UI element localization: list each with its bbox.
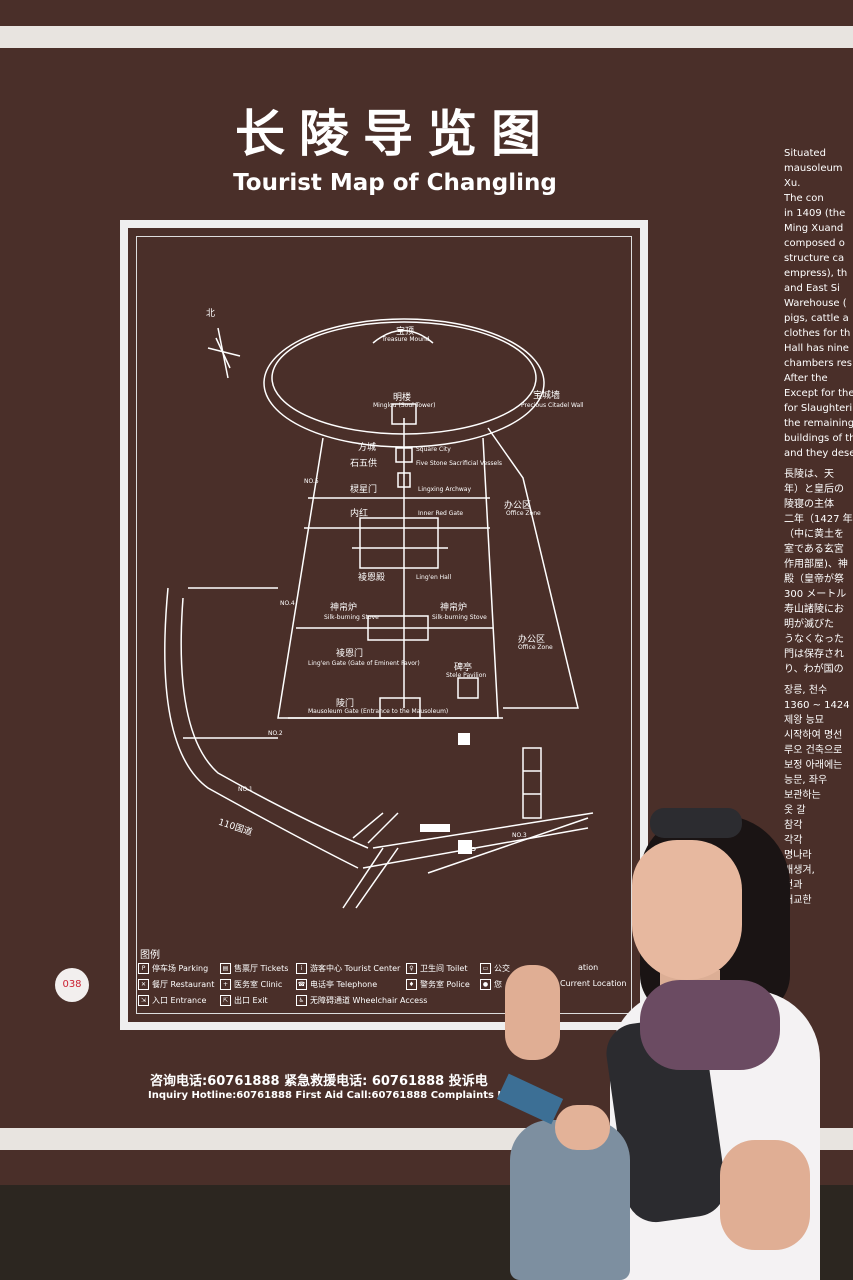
sign-title-chinese: 长陵导览图	[235, 105, 555, 163]
legend-station-fragment: ation	[578, 963, 599, 972]
treasure-mound-en: Treasure Mound	[382, 336, 430, 343]
parking-icon: P	[138, 963, 149, 974]
silk-stove-1-label: 神帛炉	[330, 603, 358, 613]
stele-pavilion-en: Stele Pavilion	[446, 672, 487, 679]
parking-icon: P	[470, 846, 477, 857]
person-scarf	[640, 980, 780, 1070]
lingen-hall-label: 祾恩殿	[358, 573, 386, 583]
legend-wheelchair: ♿无障碍通道 Wheelchair Access	[296, 995, 427, 1006]
citadel-wall-label: 宝城墙	[533, 391, 561, 401]
lingen-gate-label: 祾恩门	[336, 649, 364, 659]
five-stone-en: Five Stone Sacrificial Vessels	[416, 460, 503, 467]
description-japanese: 長陵は、天 年）と皇后の 陵寝の主体 二年（1427 年 （中に黄土を 室である…	[784, 469, 853, 675]
square-city-en: Square City	[416, 446, 451, 453]
mausoleum-gate-en: Mausoleum Gate (Entrance to the Mausoleu…	[308, 708, 449, 715]
site-map-drawing	[164, 318, 594, 909]
sunglasses	[650, 808, 742, 838]
treasure-mound-label: 宝顶	[396, 327, 415, 337]
hotline-chinese: 咨询电话:60761888 紧急救援电话: 60761888 投诉电	[150, 1074, 488, 1089]
legend-you-are-here: ●您	[480, 979, 502, 990]
toilet-icon: ♀	[406, 963, 417, 974]
info-icon: i	[296, 963, 307, 974]
silk-stove-2-label: 神帛炉	[440, 603, 468, 613]
office-zone-1-en: Office Zone	[506, 510, 541, 517]
office-zone-2-label: 办公区	[518, 635, 546, 645]
lingxing-label: 棂星门	[350, 485, 378, 495]
entrance-icon: ⇲	[138, 995, 149, 1006]
person-raised-hand	[505, 965, 560, 1060]
location-dot-icon: ●	[480, 979, 491, 990]
exit-icon: ⇱	[220, 995, 231, 1006]
office-zone-2-en: Office Zone	[518, 644, 553, 651]
map-inner-border	[136, 236, 632, 1014]
description-english: Situated mausoleum Xu. The con in 1409 (…	[784, 148, 853, 459]
number-sticker: 038	[55, 968, 89, 1002]
legend-police: ♦警务室 Police	[406, 979, 470, 990]
parking-no1: NO.1	[238, 786, 253, 793]
lingen-hall-en: Ling'en Hall	[416, 574, 452, 581]
legend-entrance: ⇲入口 Entrance	[138, 995, 206, 1006]
silk-stove-1-en: Silk-burning Stove	[324, 614, 379, 621]
legend-bus: ▭公交	[480, 963, 510, 974]
side-description: Situated mausoleum Xu. The con in 1409 (…	[784, 146, 853, 914]
legend-toilet: ♀卫生间 Toilet	[406, 963, 467, 974]
restaurant-icon: ✕	[138, 979, 149, 990]
parking-no5: NO.5	[304, 478, 319, 485]
legend-exit: ⇱出口 Exit	[220, 995, 268, 1006]
stele-pavilion-label: 碑亭	[454, 663, 473, 673]
legend-tickets: ▤售票厅 Tickets	[220, 963, 288, 974]
inner-red-gate-label: 内红	[350, 509, 369, 519]
wheelchair-icon: ♿	[296, 995, 307, 1006]
person-arm	[720, 1140, 810, 1250]
sign-top-strip	[0, 26, 853, 48]
hotline-english: Inquiry Hotline:60761888 First Aid Call:…	[148, 1090, 513, 1101]
telephone-icon: ☎	[296, 979, 307, 990]
citadel-wall-en: Precious Citadel Wall	[521, 402, 584, 409]
legend-clinic: +医务室 Clinic	[220, 979, 282, 990]
square-city-label: 方城	[358, 443, 377, 453]
lingxing-en: Lingxing Archway	[418, 486, 472, 493]
mausoleum-gate-label: 陵门	[336, 699, 355, 709]
parking-no3: NO.3	[512, 832, 527, 839]
inner-red-gate-en: Inner Red Gate	[418, 510, 464, 517]
soul-tower-label: 明楼	[393, 393, 412, 403]
five-stone-label: 石五供	[350, 459, 378, 469]
person-face	[632, 840, 742, 980]
legend-title: 图例	[140, 950, 160, 961]
description-korean: 장릉, 천수 1360 ~ 1424 제왕 능묘 시작하여 명선 루오 건축으로…	[784, 685, 850, 906]
parking-no2: NO.2	[268, 730, 283, 737]
police-icon: ♦	[406, 979, 417, 990]
north-label: 北	[206, 309, 216, 319]
person-hand	[555, 1105, 610, 1150]
bus-icon: ▭	[480, 963, 491, 974]
parking-no4: NO.4	[280, 600, 295, 607]
silk-stove-2-en: Silk-burning Stove	[432, 614, 487, 621]
legend-current-location: Current Location	[560, 979, 627, 988]
lingen-gate-en: Ling'en Gate (Gate of Eminent Favor)	[308, 660, 420, 667]
legend-telephone: ☎电话亭 Telephone	[296, 979, 378, 990]
ticket-icon: ▤	[220, 963, 231, 974]
office-zone-1-label: 办公区	[504, 501, 532, 511]
map-frame: 北 宝顶 Treasure Mound 明楼 Minglou (Soul Tow…	[120, 220, 648, 1030]
soul-tower-en: Minglou (Soul Tower)	[373, 402, 436, 409]
clinic-icon: +	[220, 979, 231, 990]
legend-restaurant: ✕餐厅 Restaurant	[138, 979, 214, 990]
sign-title-english: Tourist Map of Changling	[233, 170, 557, 196]
